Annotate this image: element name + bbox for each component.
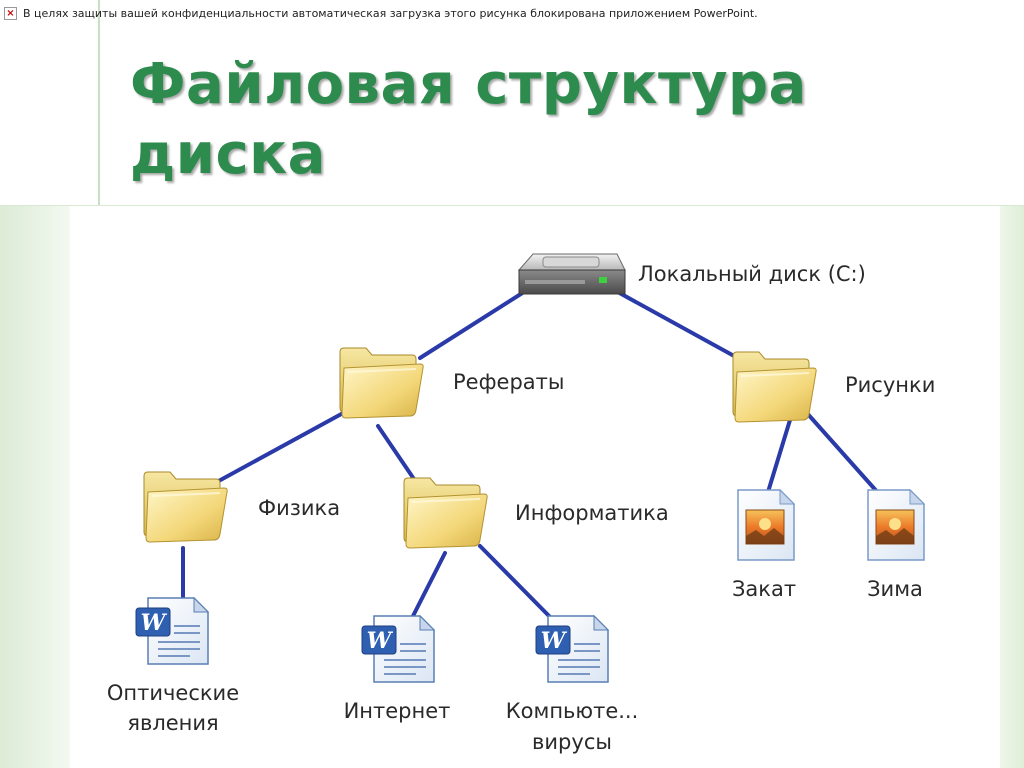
- folder-icon-referaty: [339, 347, 425, 419]
- right-decor-band: [1000, 205, 1024, 768]
- broken-image-icon: ×: [4, 6, 17, 20]
- node-label-risunki: Рисунки: [845, 373, 935, 397]
- node-label-disk: Локальный диск (C:): [638, 262, 866, 286]
- image-file-icon-zima: [867, 489, 925, 561]
- connector-disk-risunki: [603, 283, 747, 364]
- blocked-image-placeholder: [0, 0, 100, 205]
- node-label-zima: Зима: [867, 577, 923, 601]
- word-document-icon-kompyute: [535, 615, 609, 683]
- connector-informatika-internet: [410, 551, 447, 620]
- node-label-informatika: Информатика: [515, 501, 669, 525]
- folder-icon-informatika: [403, 477, 489, 549]
- node-label-opticheskie-2: явления: [127, 711, 218, 735]
- folder-icon-risunki: [732, 351, 818, 423]
- connector-disk-referaty: [418, 283, 537, 360]
- blocked-image-notice: × В целях защиты вашей конфиденциальност…: [4, 4, 758, 22]
- node-label-zakat: Закат: [732, 577, 796, 601]
- connector-referaty-fizika: [213, 410, 347, 485]
- title-line-1: Файловая структура: [130, 52, 807, 117]
- connector-risunki-zima: [804, 410, 882, 497]
- connector-risunki-zakat: [766, 418, 792, 494]
- node-label-kompyute-2: вирусы: [532, 730, 612, 754]
- title-line-2: диска: [130, 122, 326, 187]
- hard-drive-icon: [517, 253, 626, 295]
- frame-divider: [0, 205, 1024, 206]
- node-label-opticheskie-1: Оптические: [107, 681, 239, 705]
- blocked-image-text: В целях защиты вашей конфиденциальности …: [23, 6, 758, 20]
- connector-informatika-kompyute: [478, 544, 555, 622]
- node-label-kompyute-1: Компьюте...: [506, 699, 639, 723]
- folder-icon-fizika: [143, 471, 229, 543]
- node-label-internet: Интернет: [344, 699, 451, 723]
- node-label-fizika: Физика: [258, 496, 340, 520]
- connector-lines: [181, 283, 882, 622]
- word-document-icon-internet: [361, 615, 435, 683]
- slide-title: Файловая структура диска: [130, 50, 990, 190]
- connector-referaty-informatika: [376, 424, 420, 487]
- node-label-referaty: Рефераты: [453, 370, 564, 394]
- image-file-icon-zakat: [737, 489, 795, 561]
- word-document-icon-opticheskie: [135, 597, 209, 665]
- left-decor-band: [0, 205, 70, 768]
